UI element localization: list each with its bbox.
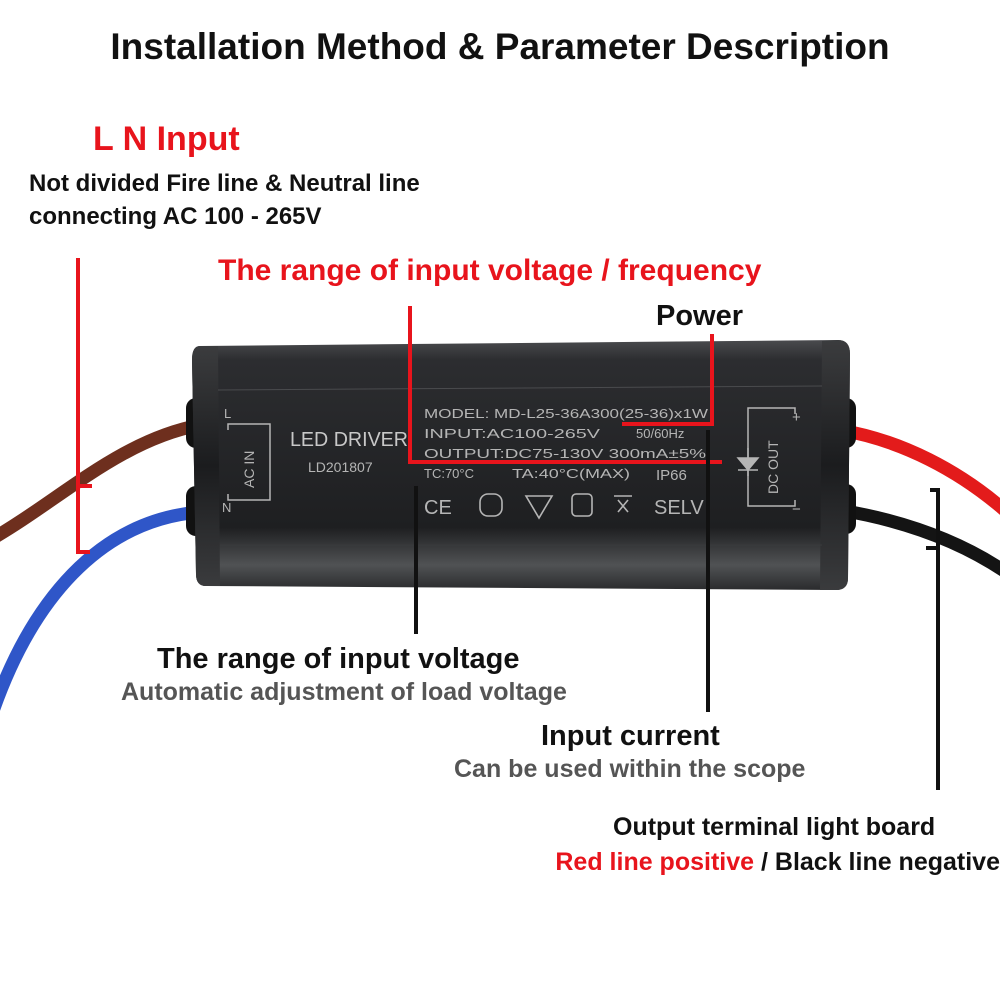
plug-icon <box>479 493 503 517</box>
brown-wire <box>0 418 207 542</box>
voltage-range-subtitle: Automatic adjustment of load voltage <box>121 678 567 706</box>
terminal-minus: − <box>792 501 801 518</box>
red-wire <box>833 423 1000 515</box>
terminal-ac-in: AC IN <box>241 451 257 488</box>
selv-mark: SELV <box>654 497 704 519</box>
spec-tc: TC:70°C <box>424 466 474 481</box>
spec-input: INPUT:AC100-265V <box>424 426 600 441</box>
spec-output: OUTPUT:DC75-130V 300mA±5% <box>424 446 707 461</box>
page-title: Installation Method & Parameter Descript… <box>110 26 890 67</box>
device-name: LED DRIVER <box>290 429 408 451</box>
terminal-n: N <box>222 500 231 515</box>
range-callout-line <box>408 306 722 464</box>
ln-input-heading: L N Input <box>93 120 240 158</box>
black-callouts <box>414 430 940 790</box>
transformer-icon <box>571 493 593 517</box>
ln-input-line2: connecting AC 100 - 265V <box>29 203 322 230</box>
device-code: LD201807 <box>308 459 373 475</box>
cert-icons <box>479 493 632 520</box>
ln-input-line1: Not divided Fire line & Neutral line <box>29 170 420 197</box>
black-line-negative: Black line negative <box>774 848 1000 876</box>
output-callout-bracket <box>926 488 940 790</box>
right-end-cap <box>820 340 850 590</box>
range-heading: The range of input voltage / frequency <box>218 254 762 287</box>
spec-freq: 50/60Hz <box>636 426 684 441</box>
red-line-positive: Red line positive <box>555 848 755 876</box>
terminal-l: L <box>224 406 231 421</box>
diode-icon <box>736 448 760 476</box>
driver-case <box>192 340 850 590</box>
input-current-title: Input current <box>541 720 720 752</box>
bin-icon <box>614 495 632 513</box>
polarity-separator: / <box>754 848 775 876</box>
power-callout-line <box>622 334 714 426</box>
terminal-dc-out: DC OUT <box>765 440 781 494</box>
terminal-plus: + <box>792 409 801 426</box>
blue-wire <box>0 505 207 712</box>
red-callouts <box>76 258 722 554</box>
output-title: Output terminal light board <box>613 813 936 841</box>
voltage-range-title: The range of input voltage <box>157 643 520 675</box>
input-current-subtitle: Can be used within the scope <box>454 755 806 783</box>
output-polarity: Red line positive / Black line negative <box>555 848 1000 877</box>
spec-ta: TA:40°C(MAX) <box>512 466 630 481</box>
ce-mark: CE <box>424 497 452 519</box>
f-mark-icon <box>524 495 554 520</box>
ln-input-bracket <box>76 258 92 554</box>
spec-ip: IP66 <box>656 467 687 484</box>
black-wire <box>833 503 1000 577</box>
left-end-cap <box>192 346 220 586</box>
spec-model: MODEL: MD-L25-36A300(25-36)x1W <box>424 406 709 421</box>
power-label: Power <box>656 300 744 332</box>
ac-in-terminal <box>227 423 271 501</box>
